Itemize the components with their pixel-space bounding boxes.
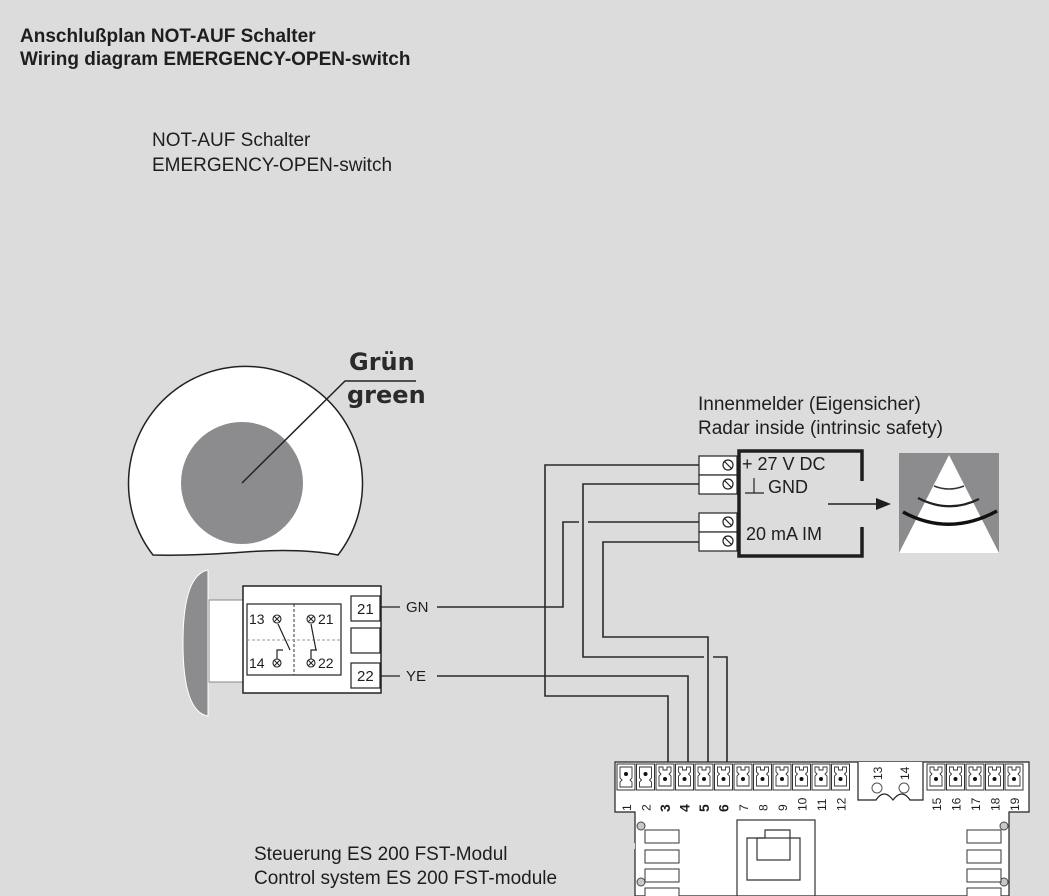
nc-contact-13-14: [277, 623, 291, 651]
arrow-icon: [876, 498, 891, 510]
mushroom-button-icon: [182, 569, 209, 717]
module-terminal-5: 5: [694, 763, 714, 812]
module-terminal-18: 18: [985, 763, 1004, 811]
module-terminal-label: 10: [796, 797, 810, 811]
switch-terminal-22: [350, 662, 381, 689]
mounting-holes: [636, 821, 1009, 887]
radar-label-german: Innenmelder (Eigensicher): [698, 394, 921, 415]
switch-label-german: NOT-AUF Schalter: [152, 130, 311, 151]
control-label-english: Control system ES 200 FST-module: [254, 868, 558, 889]
module-terminal-label: 4: [677, 804, 693, 812]
radar-label-english: Radar inside (intrinsic safety): [698, 418, 943, 439]
radar-beam-icon: [899, 453, 999, 553]
radar-gnd-label: GND: [768, 477, 808, 497]
module-terminal-2: 2: [636, 763, 655, 811]
wire-gn: [437, 521, 579, 608]
title-german: Anschlußplan NOT-AUF Schalter: [20, 26, 316, 47]
module-terminal-7: 7: [733, 763, 753, 811]
module-terminal-8: 8: [753, 763, 772, 811]
module-terminal-label: 19: [1008, 797, 1022, 811]
terminal-22-label: 22: [357, 668, 374, 685]
module-terminal-label: 11: [815, 798, 829, 811]
radar-terminal-20ma-b: [698, 531, 738, 552]
module-terminal-label: 3: [657, 804, 673, 812]
wire-27vdc: [544, 464, 700, 762]
radar-terminal-20ma-a: [698, 512, 738, 533]
control-label-german: Steuerung ES 200 FST-Modul: [254, 844, 508, 865]
radar-terminal-gnd: [698, 474, 738, 495]
wire-gnd: [582, 483, 704, 658]
radar-unit: + 27 V DC GND 20 mA IM: [698, 449, 999, 558]
color-label-english: green: [347, 381, 426, 409]
module-terminal-3: 3: [655, 763, 675, 812]
wire-20ma: [602, 541, 709, 762]
wire-ye-label: YE: [406, 668, 426, 685]
nc-contact-21-22: [310, 623, 317, 651]
module-terminal-15: 15: [926, 763, 946, 811]
contact-x-marks: [273, 615, 315, 667]
relay-terminal-13-label: 13: [871, 766, 885, 780]
switch-label-english: EMERGENCY-OPEN-switch: [152, 155, 393, 176]
radar-supply-label: + 27 V DC: [742, 454, 826, 474]
module-terminal-label: 12: [835, 797, 849, 811]
contact-21-label: 21: [318, 611, 334, 627]
module-terminal-19: 19: [1004, 763, 1024, 811]
network-jack-icon: [736, 819, 816, 896]
wire-gn-label: GN: [406, 599, 429, 616]
screw-icons: [722, 459, 734, 547]
module-terminal-label: 7: [737, 804, 751, 811]
terminal-21-label: 21: [357, 601, 374, 618]
wire-ye: [437, 675, 689, 762]
color-label-german: Grün: [349, 348, 415, 376]
contact-13-label: 13: [249, 611, 265, 627]
module-terminal-label: 17: [969, 797, 983, 811]
module-terminal-label: 16: [950, 797, 964, 811]
switch-front-view: Grün green: [127, 348, 426, 556]
module-terminal-label: 5: [696, 804, 712, 812]
relay-block: 13 14: [857, 762, 924, 801]
module-terminal-label: 2: [640, 804, 654, 811]
title-english: Wiring diagram EMERGENCY-OPEN-switch: [20, 49, 411, 70]
cooling-fins-right: [966, 829, 1002, 896]
wires: [437, 464, 728, 762]
module-housing: [614, 761, 1030, 896]
module-terminal-4: 4: [675, 763, 694, 812]
wire-gnd-to-6: [713, 656, 728, 762]
module-terminal-9: 9: [772, 763, 792, 811]
relay-terminal-14-label: 14: [898, 766, 912, 780]
module-terminal-label: 1: [620, 804, 634, 811]
radar-terminal-27vdc: [698, 455, 738, 476]
module-terminal-label: 15: [930, 797, 944, 811]
leader-line: [241, 380, 416, 484]
switch-side-view: 13 14 21 22 21 22 GN YE: [182, 569, 429, 717]
radar-housing: [737, 449, 864, 558]
ground-symbol-icon: [745, 478, 764, 494]
module-terminal-label: 9: [776, 804, 790, 811]
module-terminal-11: 11: [811, 763, 831, 811]
module-terminal-10: 10: [792, 763, 811, 811]
module-terminal-6: 6: [714, 763, 733, 812]
module-terminal-label: 6: [716, 804, 732, 812]
contact-14-label: 14: [249, 655, 265, 671]
cooling-fins-left: [644, 829, 680, 896]
module-terminal-16: 16: [946, 763, 965, 811]
contact-22-label: 22: [318, 655, 334, 671]
switch-terminal-21: [350, 595, 381, 622]
module-terminal-label: 18: [989, 797, 1003, 811]
radar-signal-label: 20 mA IM: [746, 524, 822, 544]
module-terminal-1: 1: [616, 763, 636, 811]
module-terminal-label: 8: [757, 804, 771, 811]
module-terminal-12: 12: [831, 763, 850, 811]
module-terminal-17: 17: [965, 763, 985, 811]
